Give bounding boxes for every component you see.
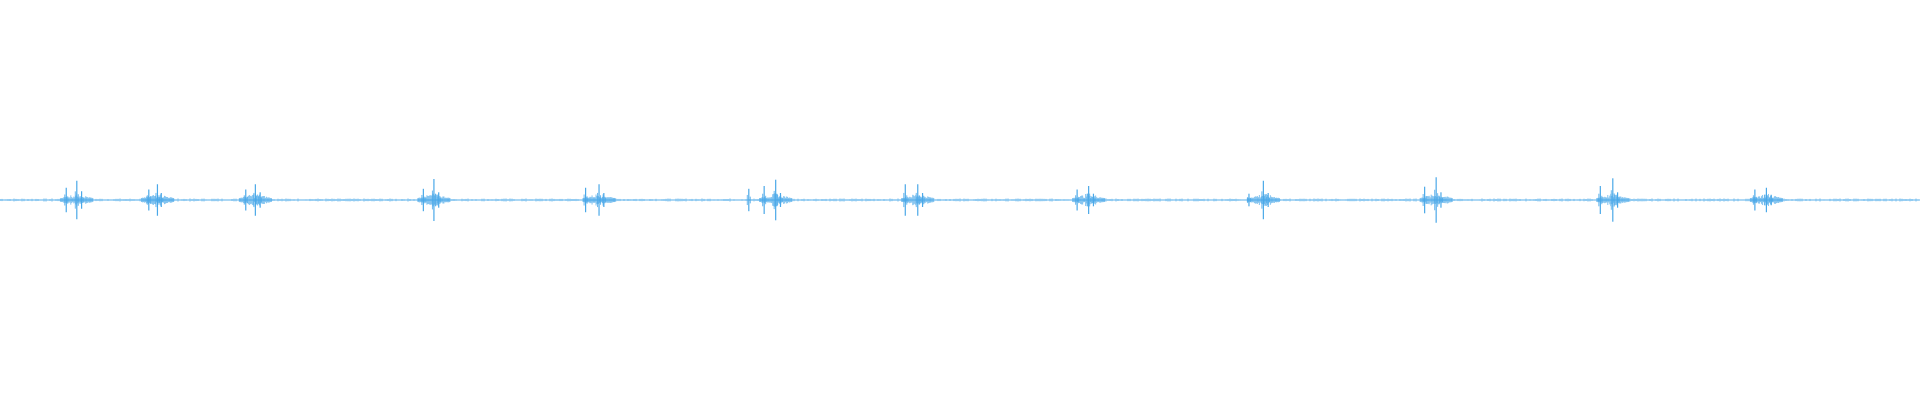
transient-cluster bbox=[746, 179, 793, 221]
transient-cluster bbox=[417, 179, 451, 221]
transient-cluster bbox=[1596, 178, 1630, 222]
transient-cluster bbox=[1749, 187, 1783, 213]
transient-cluster bbox=[1246, 180, 1280, 220]
transient-cluster bbox=[1419, 177, 1453, 223]
transient-cluster bbox=[238, 184, 272, 216]
transient-cluster bbox=[582, 184, 616, 216]
transient-cluster bbox=[140, 184, 174, 216]
transient-cluster bbox=[901, 184, 935, 216]
waveform-transients bbox=[60, 177, 1783, 223]
transient-cluster bbox=[60, 180, 94, 220]
transient-cluster bbox=[1072, 186, 1106, 214]
